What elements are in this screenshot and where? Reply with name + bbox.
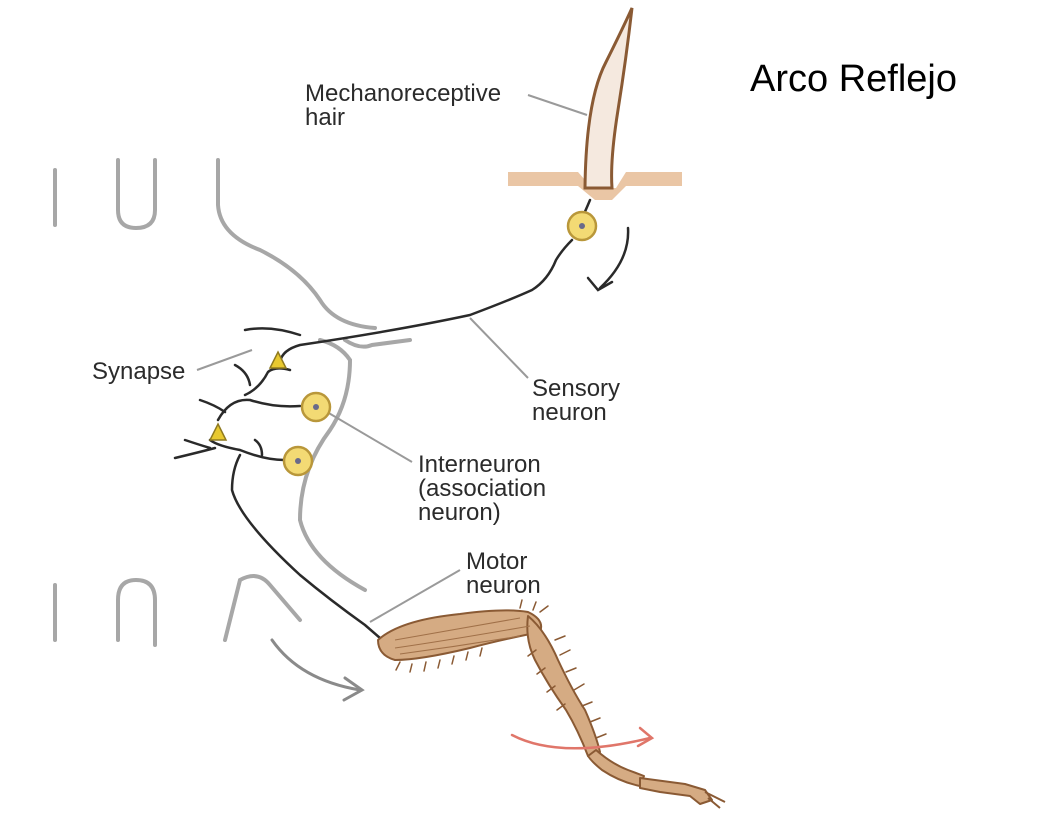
leg-movement-arrow xyxy=(510,726,655,750)
interneuron-leader xyxy=(326,411,413,463)
label-leaders xyxy=(196,94,588,623)
interneuron-branch xyxy=(243,367,292,397)
hair-leader xyxy=(527,94,588,116)
leg-tarsus xyxy=(587,749,645,787)
interneuron-branch xyxy=(173,446,217,460)
sensory-axon xyxy=(278,238,574,364)
motor-axon xyxy=(230,453,382,640)
body-movement-arrow xyxy=(270,638,362,692)
segment-outline-upper xyxy=(116,158,157,231)
leg xyxy=(377,609,726,809)
diagram-title: Arco Reflejo xyxy=(750,58,957,100)
segment-outlines xyxy=(53,158,412,702)
synapse-marker xyxy=(208,422,228,441)
interneuron-axon-2 xyxy=(208,438,286,462)
segment-outline-body xyxy=(297,338,367,592)
segment-outline-lower xyxy=(223,574,302,642)
skin-surface xyxy=(508,172,682,200)
label-motor-neuron: Motor neuron xyxy=(466,548,541,599)
interneuron-branch xyxy=(198,398,227,414)
segment-outline-body xyxy=(343,338,412,349)
sensory-axon-branch xyxy=(243,327,302,337)
label-sensory-neuron: Sensory neuron xyxy=(532,375,621,426)
sensory-signal-arrow xyxy=(598,226,630,290)
label-mechanoreceptive-hair: Mechanoreceptive hair xyxy=(305,80,502,131)
leg-fibers xyxy=(394,617,531,655)
motor-leader xyxy=(369,569,461,623)
synapse-leader xyxy=(196,349,253,371)
synapse-marker xyxy=(268,350,288,369)
sensory-leader xyxy=(469,317,529,379)
sensory-signal-arrowhead xyxy=(586,276,614,292)
synapses xyxy=(208,350,288,441)
leg-claw xyxy=(639,777,713,805)
segment-outline-lower xyxy=(116,577,157,647)
leg-femur xyxy=(377,609,543,661)
interneuron-axon-1 xyxy=(216,398,302,422)
interneuron-branch xyxy=(183,438,212,450)
segment-outline-upper xyxy=(216,158,377,330)
label-interneuron: Interneuron (association neuron) xyxy=(418,451,547,526)
cell-nuclei xyxy=(295,223,585,464)
body-movement-arrowhead xyxy=(342,676,365,702)
interneuron-branch xyxy=(253,438,264,457)
mechanoreceptive-hair xyxy=(583,7,634,190)
leg-hairs xyxy=(395,599,607,739)
label-synapse: Synapse xyxy=(92,358,186,385)
interneuron-branch xyxy=(233,363,252,387)
claw-tip xyxy=(704,791,726,809)
